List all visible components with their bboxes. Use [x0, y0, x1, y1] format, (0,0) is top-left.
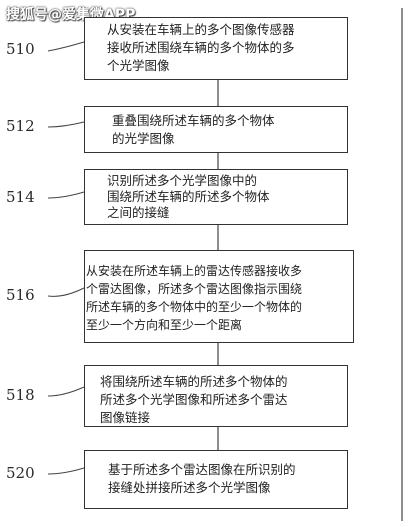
leader-510: [47, 41, 85, 52]
step-box-512: [84, 106, 348, 153]
step-text-512-line-2: 的光学图像: [112, 131, 175, 146]
leader-518: [47, 386, 85, 397]
step-text-516-line-3: 所述车辆的多个物体中的至少一个物体的: [86, 300, 303, 314]
leader-514: [47, 191, 85, 199]
step-text-512-line-1: 重叠围绕所述车辆的多个物体: [112, 113, 275, 128]
step-text-516-line-1: 从安装在所述车辆上的雷达传感器接收多: [86, 264, 303, 278]
step-box-520: [84, 450, 348, 509]
step-text-516-line-2: 个雷达图像，所述多个雷达图像指示围绕: [86, 282, 303, 296]
step-text-518-line-3: 图像链接: [100, 410, 151, 425]
step-box-510: [84, 17, 348, 80]
step-box-518: [84, 365, 348, 427]
step-text-514-line-1: 识别所述多个光学图像中的: [107, 173, 258, 188]
leader-520: [47, 467, 85, 475]
step-text-520-line-2: 接缝处拼接所述多个光学图像: [108, 480, 271, 495]
step-label-518: 518: [6, 386, 35, 404]
step-label-514: 514: [6, 188, 35, 206]
step-text-516-line-4: 至少一个方向和至少一个距离: [86, 318, 243, 332]
step-label-512: 512: [6, 117, 35, 135]
step-text-518-line-2: 所述多个光学图像和所述多个雷达: [100, 392, 288, 407]
step-text-510-line-3: 个光学图像: [107, 58, 170, 73]
leader-516: [47, 287, 85, 297]
step-text-510-line-1: 从安装在车辆上的多个图像传感器: [107, 22, 295, 37]
step-box-516: [84, 250, 354, 343]
step-text-520-line-1: 基于所述多个雷达图像在所识别的: [108, 462, 296, 477]
step-text-518-line-1: 将围绕所述车辆的所述多个物体的: [100, 374, 288, 389]
step-label-520: 520: [6, 464, 35, 482]
step-text-514-line-2: 围绕所述车辆的所述多个物体: [107, 189, 270, 204]
leader-512: [47, 121, 85, 128]
step-label-516: 516: [6, 286, 35, 304]
step-text-510-line-2: 接收所述围绕车辆的多个物体的多: [107, 40, 295, 55]
step-box-514: [84, 169, 348, 225]
step-label-510: 510: [6, 40, 35, 58]
step-text-514-line-3: 之间的接缝: [107, 205, 170, 220]
